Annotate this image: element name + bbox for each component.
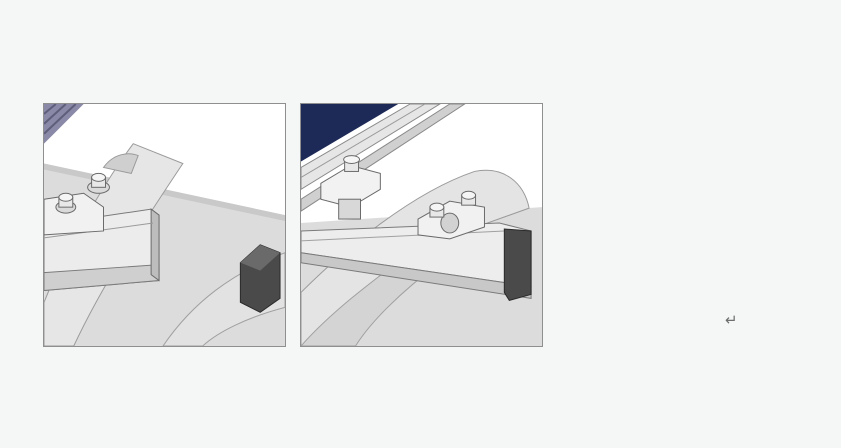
figure-rail-midclamp	[300, 103, 543, 347]
rail-mid-clamp-illustration	[301, 104, 542, 346]
figure-rail-endcap	[43, 103, 286, 347]
paragraph-return-icon: ↵	[725, 311, 738, 329]
rail-clamp-endcap-illustration	[44, 104, 285, 346]
